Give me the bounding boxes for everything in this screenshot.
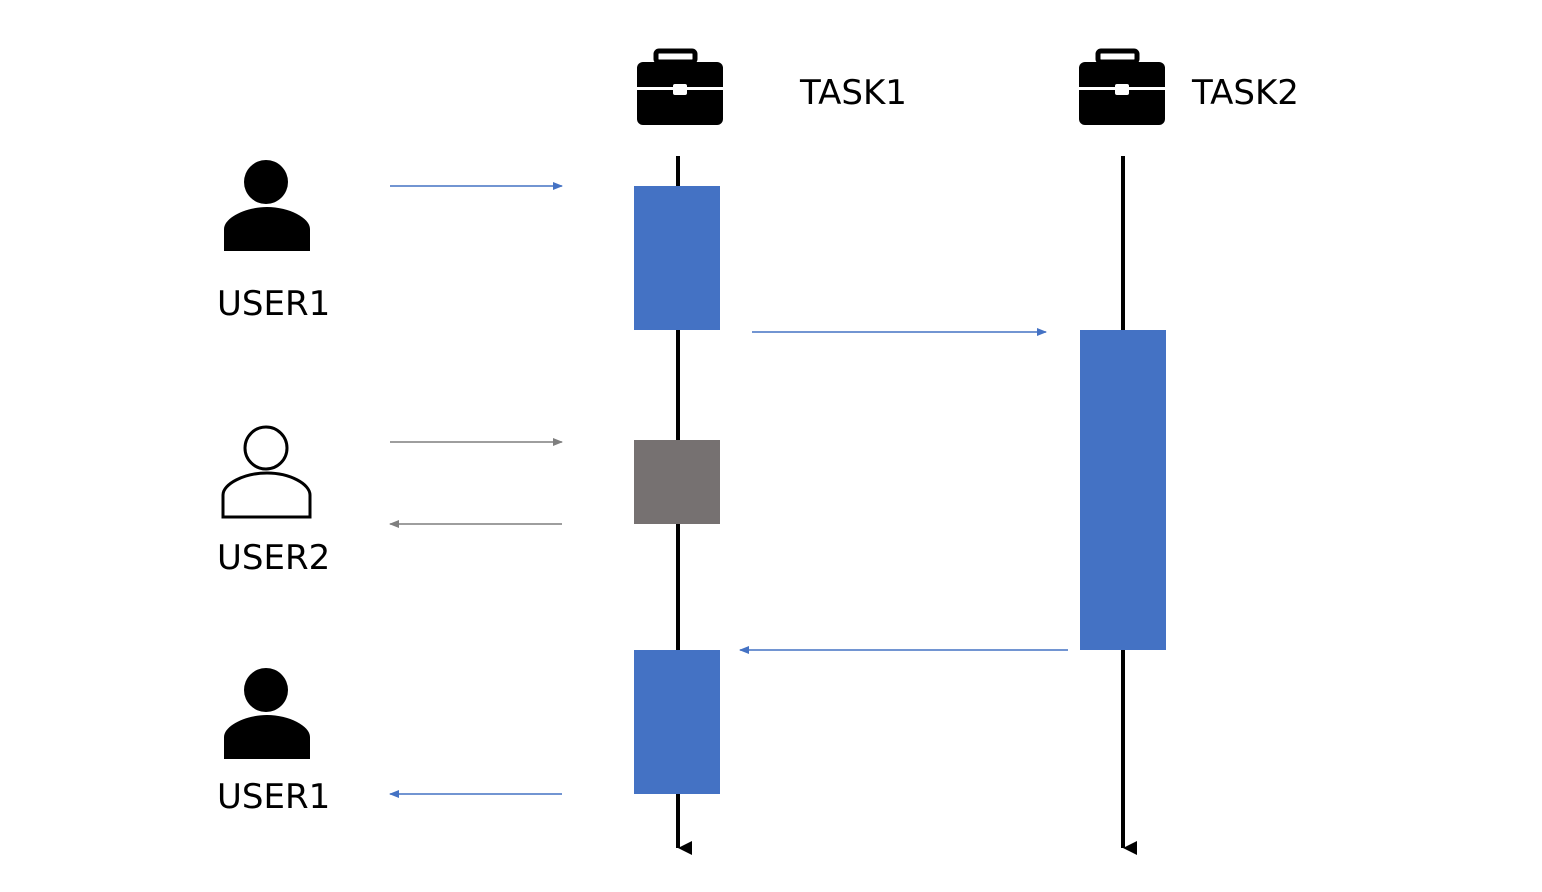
task1-header: TASK1: [637, 48, 907, 125]
user-filled-icon: [224, 160, 310, 251]
task1-activation-2: [634, 650, 720, 794]
user1-actor-top: USER1: [217, 160, 330, 324]
user1-actor-bottom: USER1: [217, 668, 330, 817]
user1-label-bottom: USER1: [217, 777, 330, 817]
task1-blocked-activation: [634, 440, 720, 524]
user2-actor: USER2: [217, 425, 330, 578]
user-outline-icon: [221, 425, 312, 519]
user1-label: USER1: [217, 284, 330, 324]
task2-activation: [1080, 330, 1166, 650]
briefcase-icon: [1079, 48, 1165, 125]
task1-activation-1: [634, 186, 720, 330]
task2-label: TASK2: [1191, 73, 1299, 113]
user2-label: USER2: [217, 538, 330, 578]
user-filled-icon: [224, 668, 310, 759]
briefcase-icon: [637, 48, 723, 125]
task2-header: TASK2: [1079, 48, 1299, 125]
task1-label: TASK1: [799, 73, 907, 113]
